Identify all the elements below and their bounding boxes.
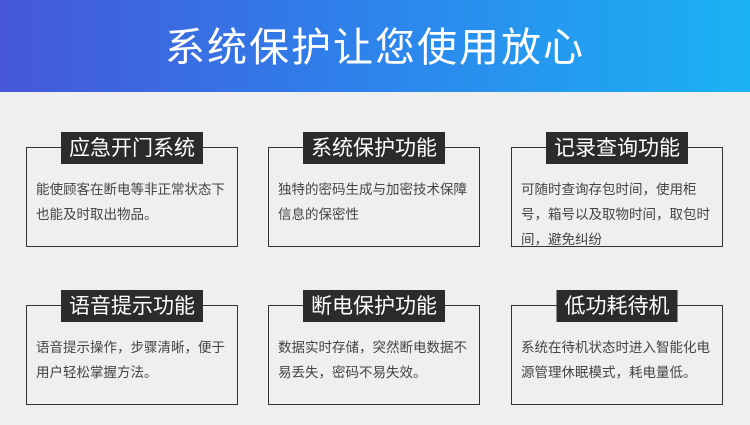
feature-title: 记录查询功能 [546, 132, 688, 164]
feature-card-voice-prompt: 语音提示功能 语音提示操作，步骤清晰，便于用户轻松掌握方法。 [26, 290, 238, 405]
feature-title: 系统保护功能 [303, 132, 445, 164]
header-banner: 系统保护让您使用放心 [0, 0, 750, 92]
feature-title: 语音提示功能 [61, 290, 203, 322]
feature-card-system-protection: 系统保护功能 独特的密码生成与加密技术保障信息的保密性 [268, 132, 480, 247]
feature-title: 应急开门系统 [61, 132, 203, 164]
feature-title: 低功耗待机 [556, 290, 678, 322]
feature-description: 数据实时存储，突然断电数据不易丢失，密码不易失效。 [278, 340, 467, 381]
feature-card-emergency-door: 应急开门系统 能使顾客在断电等非正常状态下也能及时取出物品。 [26, 132, 238, 247]
banner-title: 系统保护让您使用放心 [165, 25, 585, 71]
feature-description: 独特的密码生成与加密技术保障信息的保密性 [278, 182, 467, 223]
feature-card-low-power-standby: 低功耗待机 系统在待机状态时进入智能化电源管理休眠模式，耗电量低。 [511, 290, 723, 405]
feature-description: 语音提示操作，步骤清晰，便于用户轻松掌握方法。 [36, 340, 225, 381]
feature-description: 可随时查询存包时间，使用柜号，箱号以及取物时间，取包时间，避免纠纷 [521, 182, 710, 248]
feature-card-power-failure-protection: 断电保护功能 数据实时存储，突然断电数据不易丢失，密码不易失效。 [268, 290, 480, 405]
feature-title: 断电保护功能 [303, 290, 445, 322]
feature-description: 能使顾客在断电等非正常状态下也能及时取出物品。 [36, 182, 225, 223]
feature-card-record-query: 记录查询功能 可随时查询存包时间，使用柜号，箱号以及取物时间，取包时间，避免纠纷 [511, 132, 723, 248]
feature-description: 系统在待机状态时进入智能化电源管理休眠模式，耗电量低。 [521, 340, 710, 381]
